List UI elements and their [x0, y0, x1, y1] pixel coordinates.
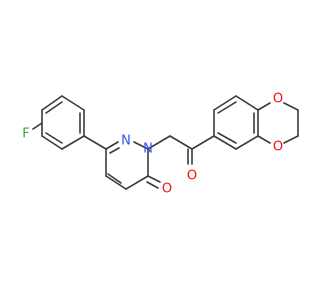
aroyl-bond: [191, 135, 215, 150]
bond: [125, 175, 149, 190]
pyridazinone-ring: [105, 141, 161, 190]
bond: [283, 135, 299, 144]
carbonyl-bond: [147, 175, 161, 183]
nitrogen-atom-label-2: N: [143, 142, 153, 157]
bond: [283, 102, 299, 111]
dioxane-ring: [257, 102, 299, 144]
fluorophenyl-ring: [32, 95, 85, 150]
ketone-carbon-bond: [169, 135, 193, 150]
fluorine-atom-label: F: [22, 127, 29, 142]
carbonyl-bond-inner: [146, 181, 159, 189]
pyridazinone-oxygen-label: O: [162, 182, 172, 197]
bond: [41, 95, 63, 111]
fluorine-bond: [32, 122, 43, 130]
benzodioxane-aromatic-ring: [213, 95, 259, 150]
aryl-link-bond: [83, 135, 107, 150]
methylene-bond: [147, 135, 171, 150]
bond-inner: [45, 101, 63, 114]
bond-inner: [217, 101, 237, 114]
bond: [105, 175, 127, 190]
bond: [257, 135, 271, 144]
bond: [213, 135, 237, 150]
bond-inner: [217, 132, 237, 144]
bond: [61, 95, 85, 111]
dioxane-oxygen-top-label: O: [273, 92, 283, 107]
bond: [41, 135, 63, 150]
ketone-linker: [147, 135, 215, 165]
bond: [235, 135, 259, 150]
molecule-canvas: F N N O O O O: [22, 91, 299, 197]
bond: [105, 141, 119, 150]
bond-inner: [45, 132, 63, 144]
bond: [235, 95, 259, 111]
molecule-structure: F N N O O O O: [22, 92, 299, 197]
bond-inner: [107, 173, 122, 184]
ketone-oxygen-label: O: [187, 169, 197, 184]
bond: [257, 102, 271, 111]
bond: [213, 95, 237, 111]
bond: [61, 135, 85, 150]
bond: [133, 141, 149, 150]
nitrogen-atom-label-1: N: [121, 134, 131, 149]
bond-inner: [109, 147, 120, 154]
dioxane-oxygen-bottom-label: O: [273, 140, 283, 155]
